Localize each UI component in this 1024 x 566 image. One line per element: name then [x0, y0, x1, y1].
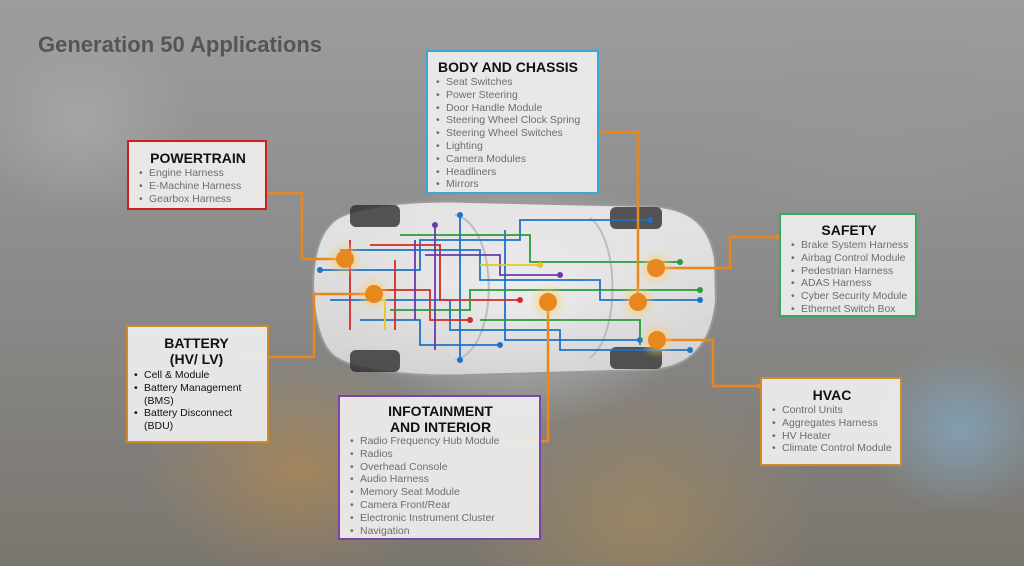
infotainment-item: Memory Seat Module [348, 486, 533, 499]
safety-item: Pedestrian Harness [789, 265, 909, 278]
safety-item: Airbag Control Module [789, 252, 909, 265]
hvac-heading: HVAC [812, 387, 852, 403]
body-chassis-item: Power Steering [434, 89, 591, 102]
hvac-item: Aggregates Harness [770, 417, 894, 430]
infotainment-hub [539, 293, 557, 311]
infotainment-item: Audio Harness [348, 473, 533, 486]
front-left-wheel [350, 205, 400, 227]
powertrain-box: POWERTRAIN Engine Harness E-Machine Harn… [127, 140, 267, 210]
infotainment-item: Camera Front/Rear [348, 499, 533, 512]
connector-lines [247, 130, 779, 443]
body-chassis-heading: BODY AND CHASSIS [438, 59, 579, 75]
body-chassis-item: Steering Wheel Clock Spring [434, 114, 591, 127]
powertrain-item: Gearbox Harness [137, 193, 259, 206]
powertrain-connector [258, 191, 345, 261]
infotainment-heading-line2: AND INTERIOR [389, 419, 492, 435]
hvac-hub [648, 331, 666, 349]
body-chassis-item: Door Handle Module [434, 102, 591, 115]
infotainment-item: Overhead Console [348, 461, 533, 474]
battery-item: Battery Management (BMS) [132, 382, 261, 408]
battery-heading-line1: BATTERY [164, 335, 229, 351]
battery-hub [365, 285, 383, 303]
infotainment-item: Radios [348, 448, 533, 461]
safety-heading: SAFETY [821, 222, 877, 238]
infotainment-heading: INFOTAINMENT AND INTERIOR [348, 403, 533, 435]
body-chassis-item: Seat Switches [434, 76, 591, 89]
hvac-item: Climate Control Module [770, 442, 894, 455]
battery-box: BATTERY (HV/ LV) Cell & Module Battery M… [126, 325, 269, 443]
powertrain-item: E-Machine Harness [137, 180, 259, 193]
module-hubs [327, 241, 675, 358]
battery-heading: BATTERY (HV/ LV) [132, 335, 261, 367]
infotainment-item: Electronic Instrument Cluster [348, 512, 533, 525]
body-chassis-item: Steering Wheel Switches [434, 127, 591, 140]
safety-item: Cyber Security Module [789, 290, 909, 303]
body-chassis-item: Headliners [434, 166, 591, 179]
battery-heading-line2: (HV/ LV) [169, 351, 224, 367]
safety-item: Brake System Harness [789, 239, 909, 252]
wiring-nodes [317, 212, 703, 363]
battery-connector [247, 292, 374, 359]
page-title: Generation 50 Applications [38, 32, 323, 57]
powertrain-heading: POWERTRAIN [150, 150, 246, 166]
body-chassis-box: BODY AND CHASSIS Seat Switches Power Ste… [426, 50, 599, 194]
infotainment-heading-line1: INFOTAINMENT [388, 403, 493, 419]
body-chassis-item: Lighting [434, 140, 591, 153]
infotainment-item: Navigation [348, 525, 533, 538]
body-chassis-item: Mirrors [434, 178, 591, 191]
body-connector [591, 130, 640, 302]
safety-box: SAFETY Brake System Harness Airbag Contr… [779, 213, 917, 317]
safety-hub [647, 259, 665, 277]
safety-connector [656, 235, 779, 270]
battery-item: Cell & Module [132, 369, 261, 382]
infotainment-item: Radio Frequency Hub Module [348, 435, 533, 448]
body-hub [629, 293, 647, 311]
infotainment-box: INFOTAINMENT AND INTERIOR Radio Frequenc… [338, 395, 541, 540]
powertrain-item: Engine Harness [137, 167, 259, 180]
front-right-wheel [350, 350, 400, 372]
powertrain-hub [336, 250, 354, 268]
hvac-item: Control Units [770, 404, 894, 417]
body-chassis-item: Camera Modules [434, 153, 591, 166]
battery-item: Battery Disconnect (BDU) [132, 407, 261, 433]
rear-left-wheel [610, 207, 662, 229]
hvac-connector [657, 338, 760, 388]
hvac-item: HV Heater [770, 430, 894, 443]
safety-item: ADAS Harness [789, 277, 909, 290]
safety-item: Ethernet Switch Box [789, 303, 909, 316]
hvac-box: HVAC Control Units Aggregates Harness HV… [760, 377, 902, 466]
